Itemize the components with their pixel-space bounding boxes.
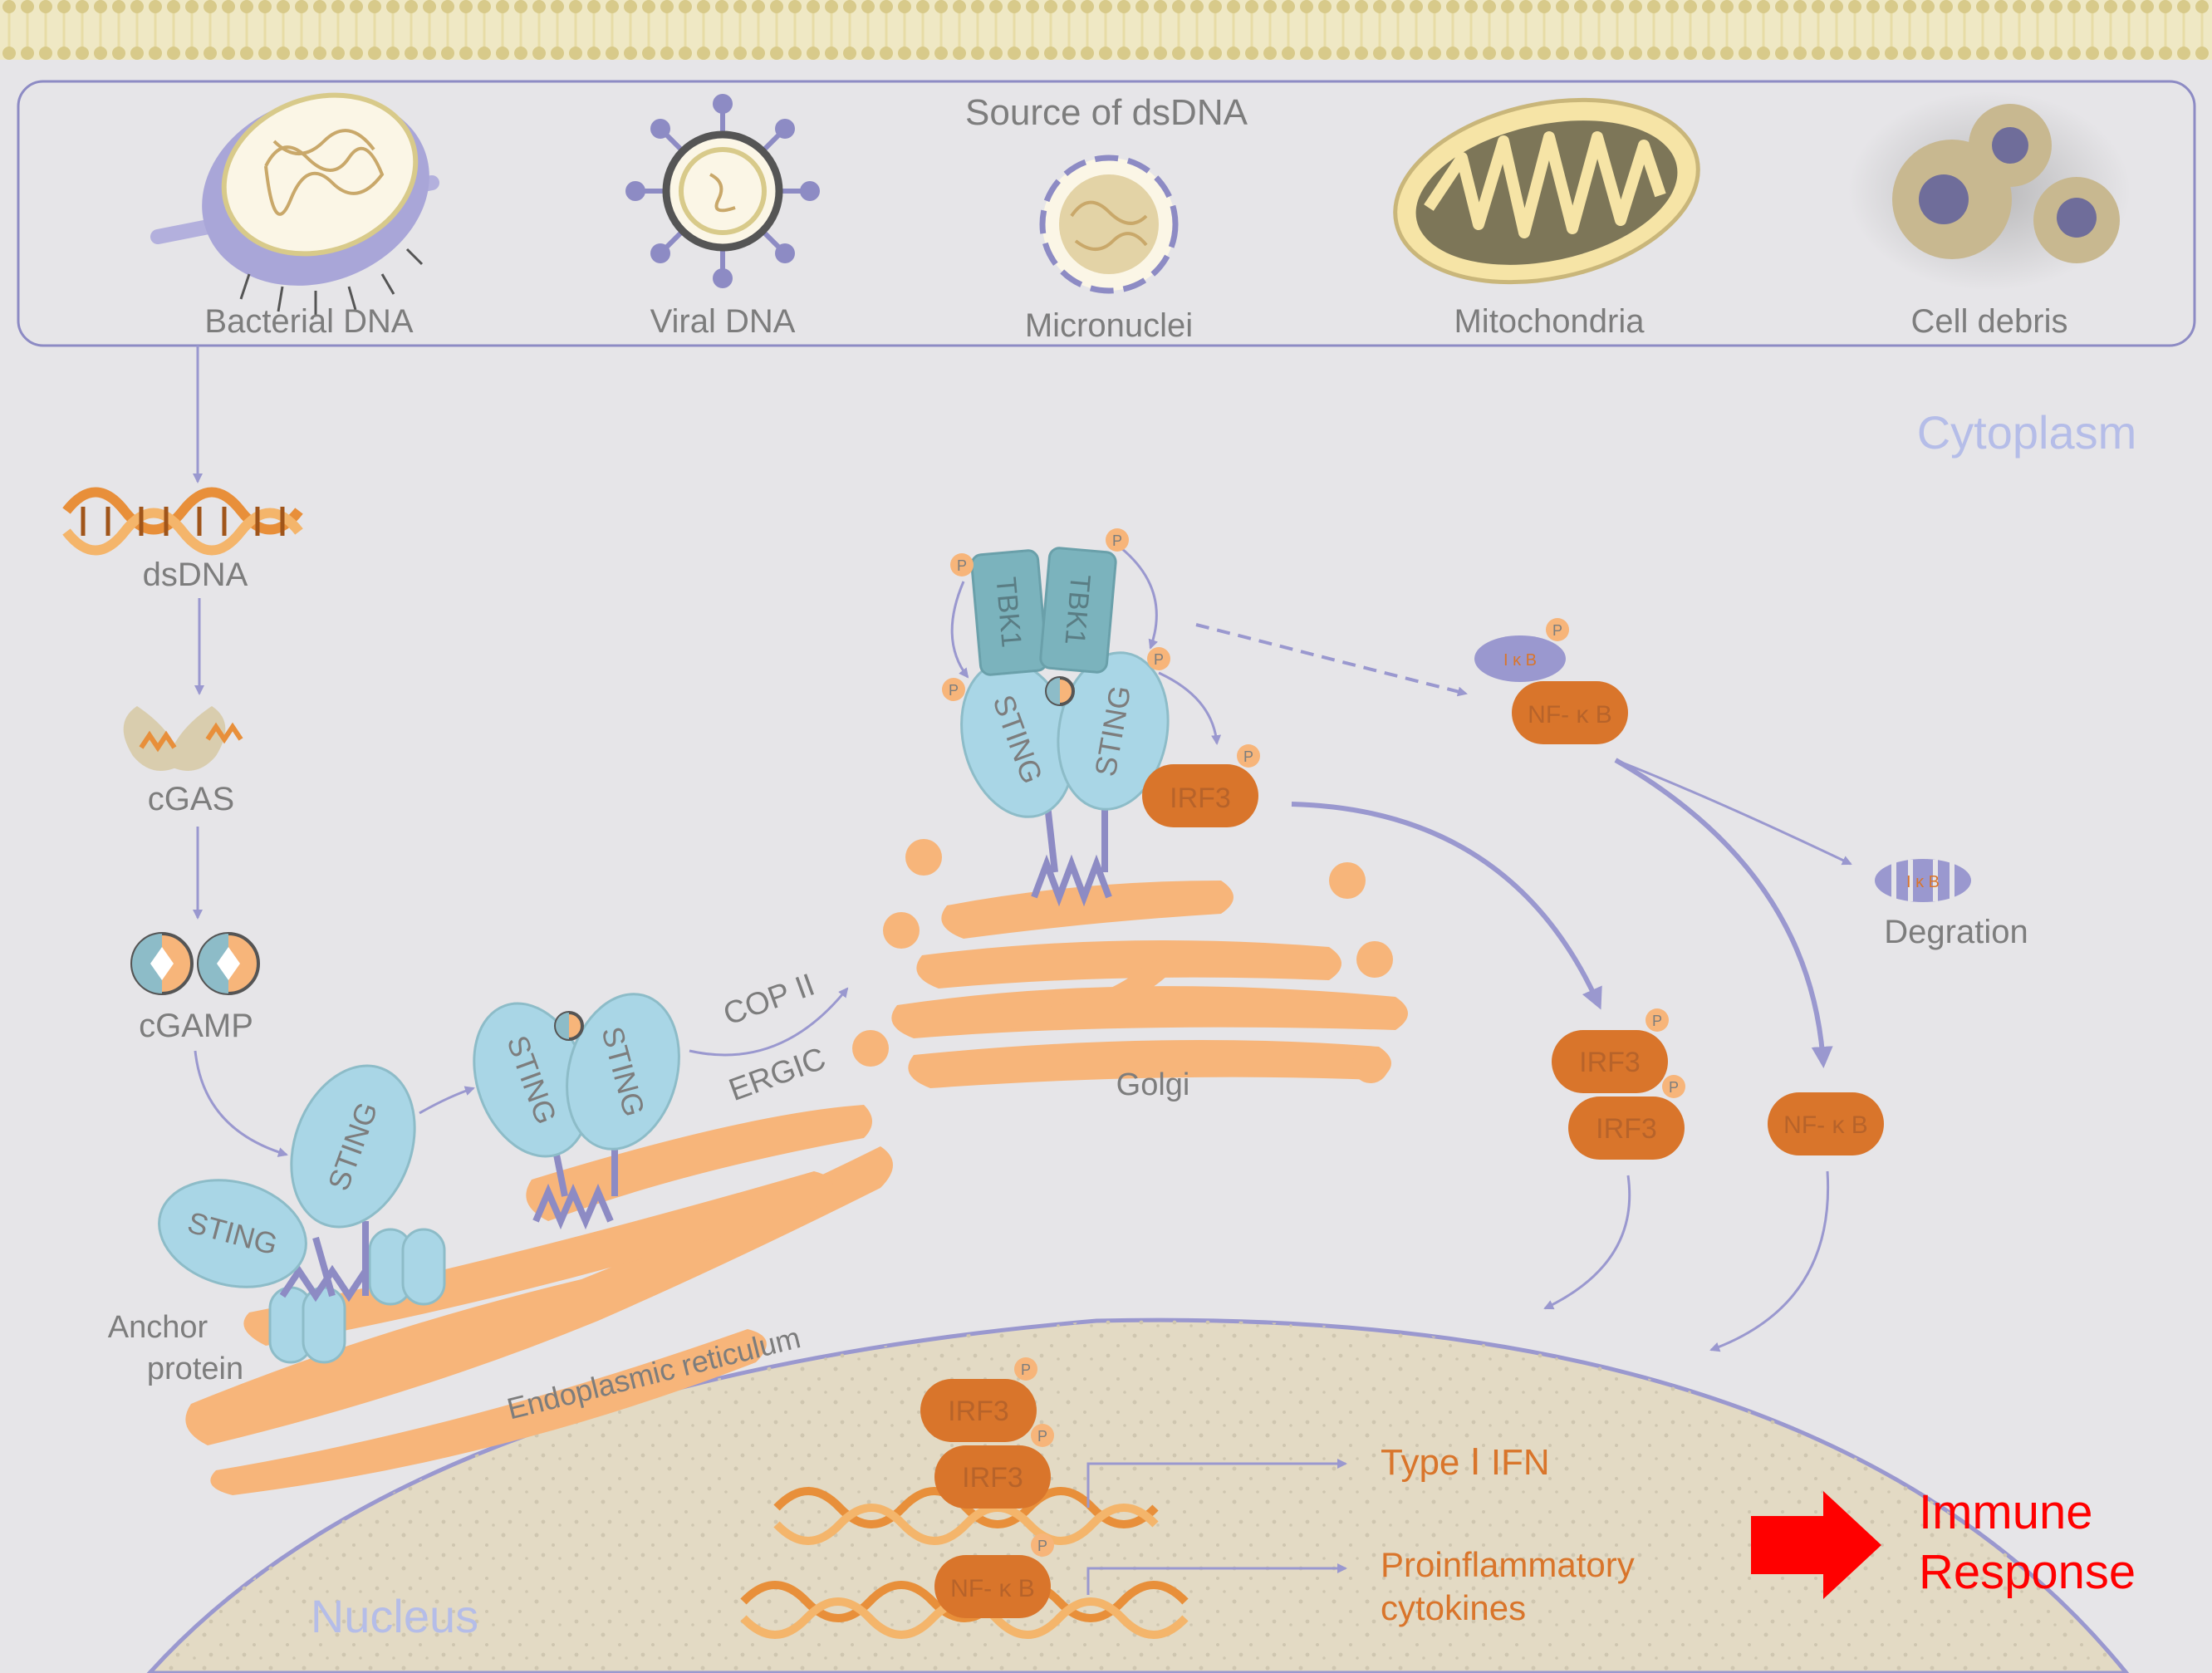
arrow-nfkb-translocation <box>1614 758 1833 1068</box>
ikb-label-degraded: I κ B <box>1906 873 1940 891</box>
arrow-nfkb-into-nucleus <box>1709 1170 1830 1352</box>
phospho-marker-irf3-nuc-2 <box>1031 1424 1054 1447</box>
ikb-label-complex: I κ B <box>1503 651 1537 670</box>
degradation-label: Degration <box>1884 914 2028 950</box>
source-label-bacterial-dna: Bacterial DNA <box>204 303 414 340</box>
irf3-nuclear-top <box>920 1379 1037 1442</box>
micronucleus-icon <box>1039 155 1179 294</box>
sting-tbk1-complex <box>960 547 1170 907</box>
proinflammatory-label-line1: Proinflammatory <box>1381 1545 1635 1584</box>
nfkb-label-cytoplasm: NF- κ B <box>1528 701 1612 729</box>
degraded-ikb-icon <box>1875 859 1971 902</box>
arrow-er-to-golgi <box>689 987 849 1057</box>
arrow-to-type1-ifn <box>1086 1459 1347 1508</box>
virus-icon <box>625 94 820 288</box>
arrow-irf3-into-nucleus <box>1543 1175 1631 1310</box>
phospho-marker-irf3-golgi <box>1237 744 1260 768</box>
arrow-to-cytokines <box>1086 1563 1347 1595</box>
phospho-label-1: P <box>957 557 967 574</box>
cgamp-label: cGAMP <box>139 1008 253 1044</box>
nfkb-label-free: NF- κ B <box>1783 1111 1868 1139</box>
phospho-label-9: P <box>1021 1361 1031 1378</box>
irf3-dimer-top <box>1552 1030 1668 1093</box>
sting-dimer-er <box>158 1064 416 1303</box>
mitochondrion-icon <box>1393 97 1700 285</box>
nfkb-label-nuclear: NF- κ B <box>950 1575 1035 1602</box>
immune-response-label-line2: Response <box>1919 1545 2136 1599</box>
proinflammatory-label-line2: cytokines <box>1381 1588 1526 1627</box>
irf3-dimer-bottom <box>1568 1097 1685 1160</box>
phospho-label-7: P <box>1652 1013 1662 1029</box>
arrow-sting-activation <box>419 1086 475 1115</box>
golgi-label: Golgi <box>1116 1067 1190 1102</box>
arrow-to-degradation <box>1615 758 1852 866</box>
source-label-mitochondria: Mitochondria <box>1454 303 1645 340</box>
phospho-marker-tbk1-left <box>950 553 974 576</box>
source-label-micronuclei: Micronuclei <box>1025 307 1193 344</box>
source-panel-title: Source of dsDNA <box>965 92 1248 133</box>
anchor-protein-label-line2: protein <box>147 1352 243 1386</box>
phospho-label-4: P <box>1154 651 1164 668</box>
proinflammatory-label: Proinflammatory cytokines <box>1381 1545 1635 1627</box>
nfkb-nuclear <box>934 1555 1051 1618</box>
arrow-tbk1-phospho-left <box>950 581 969 679</box>
cgas-icon <box>123 706 243 771</box>
phospho-marker-ikb <box>1546 618 1569 641</box>
cgamp-icon <box>130 932 260 995</box>
bacterium-icon <box>150 92 439 316</box>
phospho-marker-irf3-dimer-1 <box>1646 1008 1669 1032</box>
sting-dimer-activated <box>473 993 680 1230</box>
phospho-marker-sting-left <box>942 678 965 701</box>
arrow-cgamp-to-sting <box>194 1050 288 1157</box>
source-label-cell-debris: Cell debris <box>1911 303 2068 340</box>
phospho-label-6: P <box>1552 622 1562 639</box>
irf3-label-golgi: IRF3 <box>1170 783 1231 814</box>
arrow-tbk1-phospho-right <box>1121 547 1159 650</box>
phospho-label-5: P <box>1243 748 1253 765</box>
nfkb-free <box>1768 1092 1884 1155</box>
cytoplasm-label: Cytoplasm <box>1917 406 2137 459</box>
phospho-marker-irf3-dimer-2 <box>1662 1075 1685 1098</box>
anchor-protein-icon <box>268 1228 446 1364</box>
dsdna-label: dsDNA <box>143 557 248 593</box>
phospho-marker-irf3-nuc-1 <box>1014 1357 1037 1381</box>
arrow-tbk1-to-irf3 <box>1158 671 1222 745</box>
tbk1-label-2: TBK1 <box>1058 573 1096 646</box>
source-label-viral-dna: Viral DNA <box>650 303 796 340</box>
ikb-complex <box>1474 635 1566 682</box>
irf3-nuclear-bottom <box>934 1445 1051 1509</box>
irf3-label-nuclear-bottom: IRF3 <box>962 1462 1023 1494</box>
dsdna-helix-icon <box>62 487 303 556</box>
nfkb-cytoplasm <box>1512 681 1628 744</box>
phospho-label-2: P <box>1112 532 1122 549</box>
cgas-label: cGAS <box>148 781 234 817</box>
irf3-label-dimer-bottom: IRF3 <box>1596 1113 1657 1145</box>
irf3-label-nuclear-top: IRF3 <box>948 1396 1009 1427</box>
arrow-irf3-translocation <box>1291 802 1602 1010</box>
nucleus-label: Nucleus <box>311 1590 478 1642</box>
source-panel <box>17 80 2196 347</box>
golgi-apparatus <box>852 839 1408 1088</box>
phospho-marker-nfkb-nuc <box>1031 1533 1054 1557</box>
phospho-marker-tbk1-right <box>1106 528 1129 552</box>
immune-response-label-line1: Immune <box>1919 1485 2093 1539</box>
tbk1-label-1: TBK1 <box>989 576 1027 649</box>
irf3-golgi <box>1142 764 1258 827</box>
immune-response-arrow <box>1751 1491 1881 1599</box>
anchor-protein-label-line1: Anchor <box>108 1310 208 1345</box>
phospho-label-3: P <box>949 682 959 699</box>
phospho-marker-sting-right <box>1147 647 1170 670</box>
phospho-label-8: P <box>1669 1079 1679 1096</box>
phospho-label-10: P <box>1037 1428 1047 1445</box>
phospho-label-11: P <box>1037 1538 1047 1554</box>
cell-debris-icon <box>1848 91 2131 291</box>
irf3-label-dimer-top: IRF3 <box>1579 1047 1641 1078</box>
arrow-tbk1-to-nfkb <box>1195 623 1468 697</box>
anchor-protein-label: Anchor protein <box>108 1310 243 1386</box>
type1-ifn-label: Type Ⅰ IFN <box>1381 1442 1550 1483</box>
